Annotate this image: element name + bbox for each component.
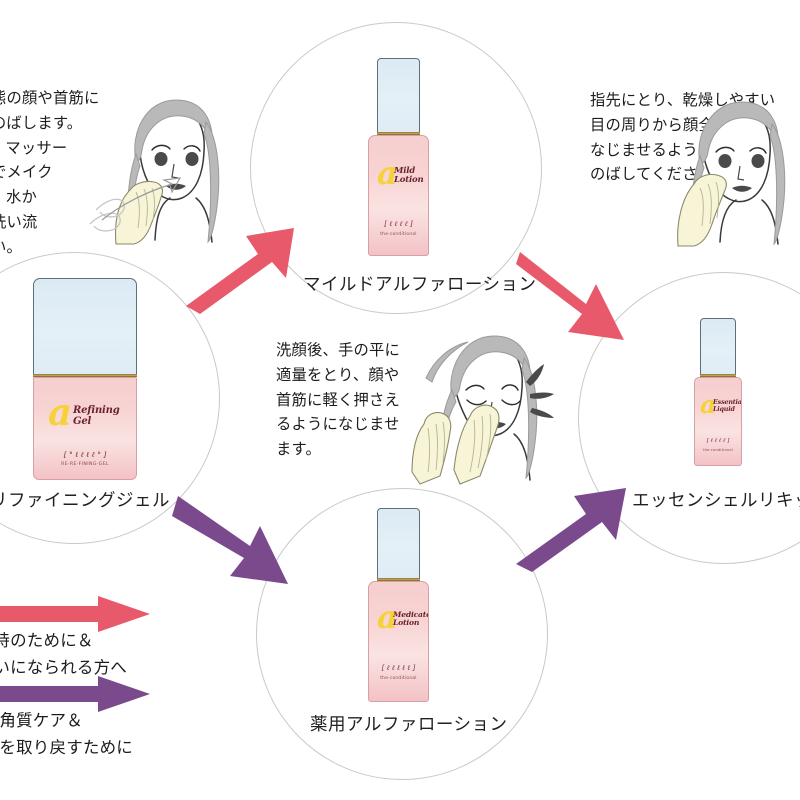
bottle-brand-name: Refining Gel (73, 405, 120, 427)
bottle-medicated-alpha-lotion: a Medicated Lotion [ ℓ ℓ ℓ ℓ ℓ ] the·con… (368, 508, 429, 702)
bottle-collar (377, 578, 420, 581)
bottle-collar (377, 132, 420, 135)
bottle-mini-text-1: [ ° ℓ ℓ ℓ ℓ ° ] (63, 450, 107, 459)
bottle-body: a Refining Gel [ ° ℓ ℓ ℓ ℓ ° ] RE·RE·FIN… (33, 377, 137, 480)
brand-line-2: Liquid (713, 404, 735, 413)
bottle-body: a Mild Lotion [ ℓ ℓ ℓ ℓ ] the·conditiona… (368, 135, 429, 256)
flow-arrow-gel-to-medicated (172, 496, 288, 584)
bottle-logo-swirl: a (48, 390, 72, 434)
bottle-essential-liquid: a Essential Liquid [ ℓ ℓ ℓ ℓ ] the·condi… (694, 318, 742, 466)
brand-line-1: Refining (73, 405, 120, 416)
bottle-cap (377, 508, 420, 580)
legend-text-pink: の維持のために＆ お使いになられる方へ (0, 631, 127, 677)
brand-line-1: Essential (713, 398, 742, 406)
product-label-mild-alpha-lotion: マイルドアルファローション (303, 275, 537, 295)
flow-arrow-medicated-to-essential (516, 488, 626, 572)
product-label-refining-gel: リファイニングジェル (0, 491, 170, 511)
bottle-logo-swirl: a (377, 154, 398, 192)
legend-text-purple: らの角質ケア＆ い肌を取り戻すために (0, 711, 133, 757)
brand-line-2: Lotion (393, 617, 420, 627)
bottle-logo-swirl: a (377, 598, 398, 636)
bottle-mini-text-1: [ ℓ ℓ ℓ ℓ ℓ ] (381, 664, 416, 672)
bottle-collar (33, 374, 137, 377)
bottle-cap (377, 58, 420, 134)
bottle-cap (700, 318, 736, 376)
bottle-brand-name: Mild Lotion (394, 166, 424, 185)
bottle-mini-text-1: [ ℓ ℓ ℓ ℓ ] (706, 438, 730, 444)
instruction-text-top-left: た状態の顔や首筋に りとのばします。 置き、マッサー 要領でメイク ませ、水か … (0, 89, 100, 256)
bottle-cap (33, 278, 137, 376)
brand-line-2: Gel (73, 415, 92, 427)
bottle-refining-gel: a Refining Gel [ ° ℓ ℓ ℓ ℓ ° ] RE·RE·FIN… (33, 278, 137, 480)
bottle-mild-alpha-lotion: a Mild Lotion [ ℓ ℓ ℓ ℓ ] the·conditiona… (368, 58, 429, 256)
brand-line-1: Mild (394, 166, 416, 176)
product-label-essential-liquid: エッセンシェルリキッド (632, 491, 800, 511)
brand-line-2: Lotion (394, 174, 424, 185)
flow-arrow-gel-to-mild (186, 228, 294, 314)
bottle-collar (700, 374, 736, 377)
bottle-mini-text-2: the·conditional (380, 676, 417, 681)
bottle-brand-name: Medicated Lotion (393, 610, 428, 627)
bottle-body: a Medicated Lotion [ ℓ ℓ ℓ ℓ ℓ ] the·con… (368, 581, 429, 702)
legend-arrow-purple (0, 676, 150, 712)
bottle-mini-text-2: the·conditional (380, 232, 417, 237)
bottle-body: a Essential Liquid [ ℓ ℓ ℓ ℓ ] the·condi… (694, 377, 742, 466)
bottle-mini-text-1: [ ℓ ℓ ℓ ℓ ] (384, 220, 413, 228)
bottle-logo-swirl: a (700, 390, 717, 419)
product-label-medicated-alpha-lotion: 薬用アルファローション (310, 715, 508, 735)
legend-arrow-pink (0, 596, 150, 632)
flow-arrow-mild-to-essential (516, 252, 624, 340)
face-illustration-top-left (89, 99, 220, 245)
brand-line-1: Medicated (393, 610, 428, 619)
bottle-mini-text-2: RE·RE·FINING·GEL (61, 462, 109, 467)
face-illustration-top-right (677, 101, 786, 247)
bottle-brand-name: Essential Liquid (713, 398, 742, 413)
face-illustration-center (411, 335, 554, 485)
bottle-mini-text-2: the·conditional (703, 448, 733, 452)
instruction-text-center: 洗顔後、手の平に 適量をとり、顔や 首筋に軽く押さえ るようになじませ ます。 (276, 341, 400, 459)
